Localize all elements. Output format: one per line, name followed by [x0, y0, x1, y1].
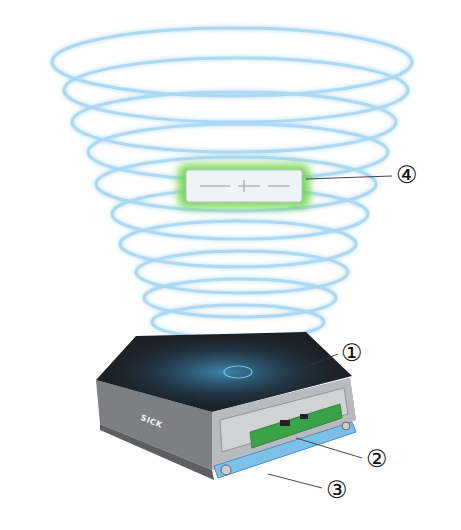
leader-lines	[268, 176, 392, 488]
reader-device	[96, 332, 356, 480]
callout-number: ③	[326, 478, 348, 502]
field-rings	[52, 28, 412, 339]
callout-number: ④	[396, 163, 418, 187]
rfid-tag	[178, 164, 310, 208]
callout-number: ②	[366, 447, 388, 471]
callout-number: ①	[341, 341, 363, 365]
